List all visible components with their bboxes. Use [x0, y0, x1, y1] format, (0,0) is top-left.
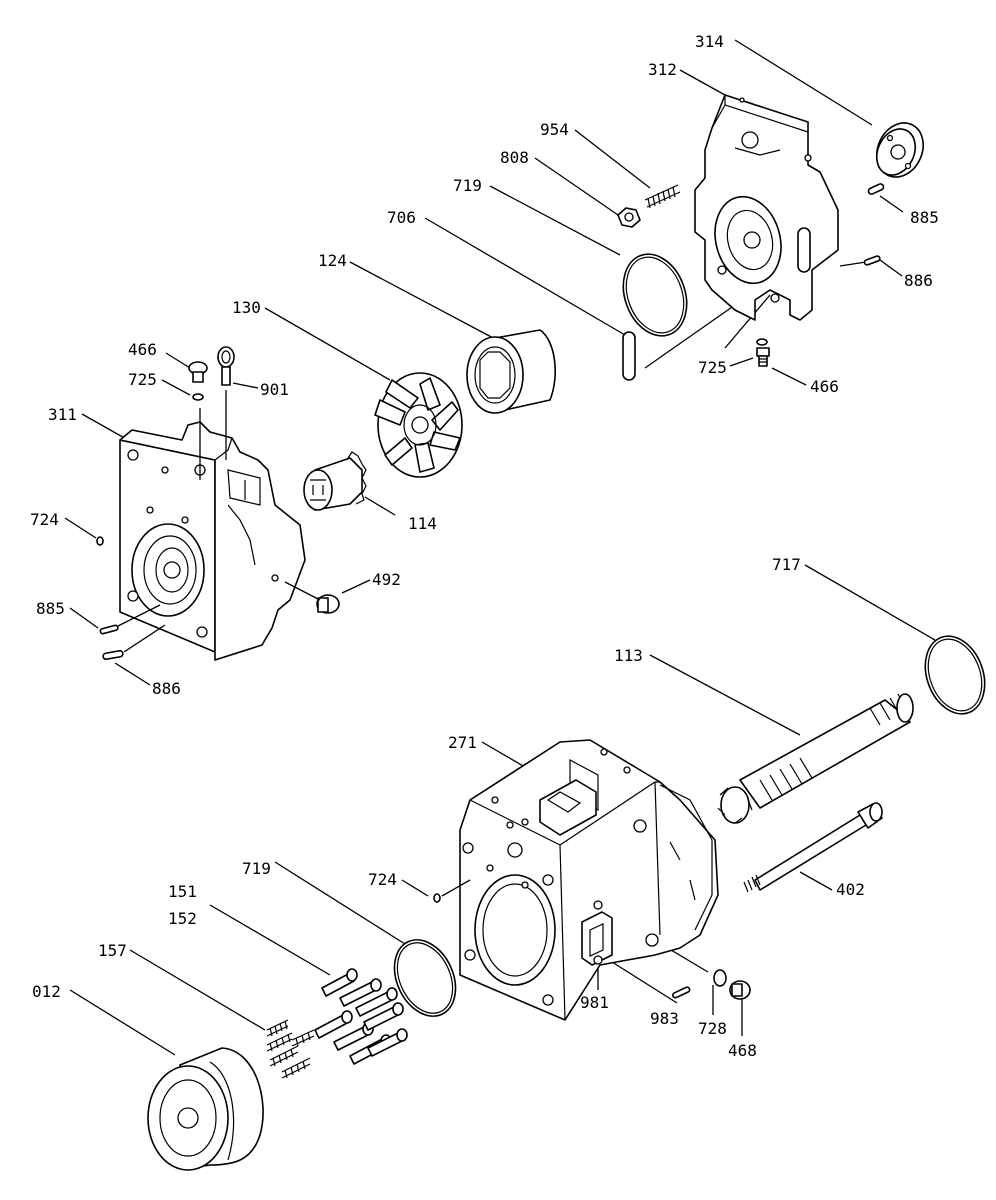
part-271-main-casing [459, 739, 719, 1021]
part-725-washer-right [756, 338, 768, 346]
part-314-cover-plate [875, 122, 924, 178]
part-468-plug [729, 980, 751, 1000]
callout-130: 130 [232, 298, 261, 317]
part-724-pin-right [433, 893, 441, 903]
callout-468: 468 [728, 1041, 757, 1060]
part-157-springs [266, 1019, 315, 1079]
callout-717: 717 [772, 555, 801, 574]
callout-152: 152 [168, 909, 197, 928]
callout-901: 901 [260, 380, 289, 399]
part-886-pin-upper [863, 255, 881, 266]
part-717-o-ring [924, 635, 986, 715]
part-492-plug [316, 594, 340, 614]
callout-885-upper: 885 [910, 208, 939, 227]
callout-312: 312 [648, 60, 677, 79]
callout-886-upper: 886 [904, 271, 933, 290]
part-886-pin-left [102, 649, 124, 661]
callout-466-right: 466 [810, 377, 839, 396]
callout-885-left: 885 [36, 599, 65, 618]
callout-157: 157 [98, 941, 127, 960]
part-124-cam-ring [466, 329, 556, 414]
part-466-plug-right [756, 347, 770, 367]
part-885-pin-upper [867, 183, 885, 195]
part-728-washer [713, 969, 727, 987]
callout-954: 954 [540, 120, 569, 139]
callout-402: 402 [836, 880, 865, 899]
callout-719-upper: 719 [453, 176, 482, 195]
callout-271: 271 [448, 733, 477, 752]
callout-719-lower: 719 [242, 859, 271, 878]
callout-983: 983 [650, 1009, 679, 1028]
callout-725-left: 725 [128, 370, 157, 389]
callout-466-left: 466 [128, 340, 157, 359]
part-151-152-pistons [314, 968, 408, 1065]
part-725-washer-left [192, 393, 204, 401]
callout-124: 124 [318, 251, 347, 270]
part-808-nut [617, 207, 641, 228]
part-885-pin-left [99, 624, 119, 635]
callout-724-left: 724 [30, 510, 59, 529]
part-719-o-ring-lower [393, 939, 457, 1017]
part-901-eye-bolt [217, 346, 235, 386]
callout-314: 314 [695, 32, 724, 51]
callout-012: 012 [32, 982, 61, 1001]
callout-728: 728 [698, 1019, 727, 1038]
callout-724-right: 724 [368, 870, 397, 889]
part-954-spring [644, 184, 681, 209]
part-719-o-ring-upper [622, 253, 688, 337]
callout-981: 981 [580, 993, 609, 1012]
callout-114: 114 [408, 514, 437, 533]
part-113-drive-shaft [717, 693, 914, 824]
part-466-plug-left [188, 361, 208, 383]
part-402-bolt [743, 802, 883, 893]
part-114-coupling [303, 451, 367, 511]
part-311-housing [119, 421, 306, 661]
callout-706: 706 [387, 208, 416, 227]
part-724-pin-left [96, 536, 104, 546]
part-130-rotor [374, 372, 463, 478]
callout-886-left: 886 [152, 679, 181, 698]
part-983-pin [672, 986, 691, 999]
callout-808: 808 [500, 148, 529, 167]
callout-113: 113 [614, 646, 643, 665]
callout-311: 311 [48, 405, 77, 424]
callout-labels: 314 312 954 808 719 706 124 130 885 886 … [30, 32, 939, 1060]
part-312-port-block [694, 94, 839, 321]
callout-492: 492 [372, 570, 401, 589]
callout-725-right: 725 [698, 358, 727, 377]
part-706-seal [622, 331, 636, 381]
part-012-cylinder-block [147, 1047, 264, 1171]
callout-151: 151 [168, 882, 197, 901]
